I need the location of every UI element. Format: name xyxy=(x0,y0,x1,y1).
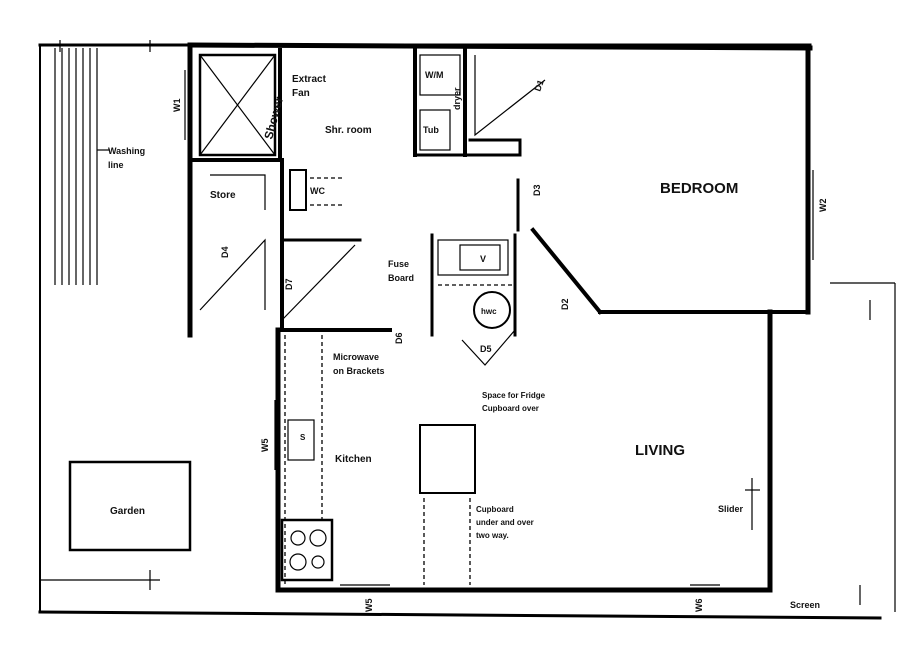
washing-line-label: Washing xyxy=(108,146,145,156)
fuse-board-label-2: Board xyxy=(388,273,414,283)
cupboard-label-3: two way. xyxy=(476,531,509,540)
opening-markers xyxy=(184,70,814,586)
door-d2-label: D2 xyxy=(560,298,570,310)
hot-water-cylinder xyxy=(473,291,511,329)
cupboard-label: Cupboard xyxy=(476,505,514,514)
shower-stall xyxy=(198,53,277,157)
door-d1-label: D1 xyxy=(532,78,545,92)
shower-room-label: Shr. room xyxy=(325,125,372,136)
window-w2-label: W2 xyxy=(818,199,828,213)
microwave-label-2: on Brackets xyxy=(333,366,385,376)
building-walls xyxy=(187,42,813,593)
tub-box xyxy=(419,109,451,151)
kitchen-label: Kitchen xyxy=(335,454,372,465)
tub-label: Tub xyxy=(423,125,439,135)
window-w1-label: W1 xyxy=(172,99,182,113)
door-d6-label: D6 xyxy=(394,332,404,344)
washing-machine-box xyxy=(419,54,461,96)
garden-label: Garden xyxy=(110,506,145,517)
window-w5-kitchen-label: W5 xyxy=(260,439,270,453)
hwc-label: hwc xyxy=(481,307,497,316)
extract-fan-label: Extract xyxy=(292,74,327,85)
fridge-label-2: Cupboard over xyxy=(482,404,539,413)
washing-line-label-2: line xyxy=(108,160,124,170)
site-boundary xyxy=(38,40,896,620)
window-w6-label: W6 xyxy=(694,599,704,613)
microwave-label: Microwave xyxy=(333,352,379,362)
door-d3-label: D3 xyxy=(532,184,542,196)
fridge-space xyxy=(419,424,476,494)
wc-fixture xyxy=(289,169,307,211)
door-d4-label: D4 xyxy=(220,246,230,258)
extract-fan-label-2: Fan xyxy=(292,88,310,99)
stove-top xyxy=(280,518,334,582)
fridge-label: Space for Fridge xyxy=(482,391,546,400)
v-label: V xyxy=(480,254,486,264)
shower-label: Shower xyxy=(261,95,286,141)
sink-label: S xyxy=(300,433,306,442)
store-shelving xyxy=(199,238,266,311)
fuse-board xyxy=(437,239,509,276)
living-label: LIVING xyxy=(635,442,685,459)
cupboard-label-2: under and over xyxy=(476,518,534,527)
screen-label: Screen xyxy=(790,600,820,610)
washing-line xyxy=(54,48,110,285)
bedroom-label: BEDROOM xyxy=(660,180,738,197)
washing-machine-label: W/M xyxy=(425,70,444,80)
store-label: Store xyxy=(210,190,236,201)
dryer-label: dryer xyxy=(452,87,462,110)
slider-label: Slider xyxy=(718,504,744,514)
door-d5-label: D5 xyxy=(480,344,492,354)
garden-area xyxy=(68,460,192,552)
wc-label: WC xyxy=(310,186,325,196)
window-w5-bottom-label: W5 xyxy=(364,599,374,613)
fuse-board-label: Fuse xyxy=(388,259,409,269)
door-d7-label: D7 xyxy=(284,278,294,290)
kitchen-bench xyxy=(280,335,334,585)
